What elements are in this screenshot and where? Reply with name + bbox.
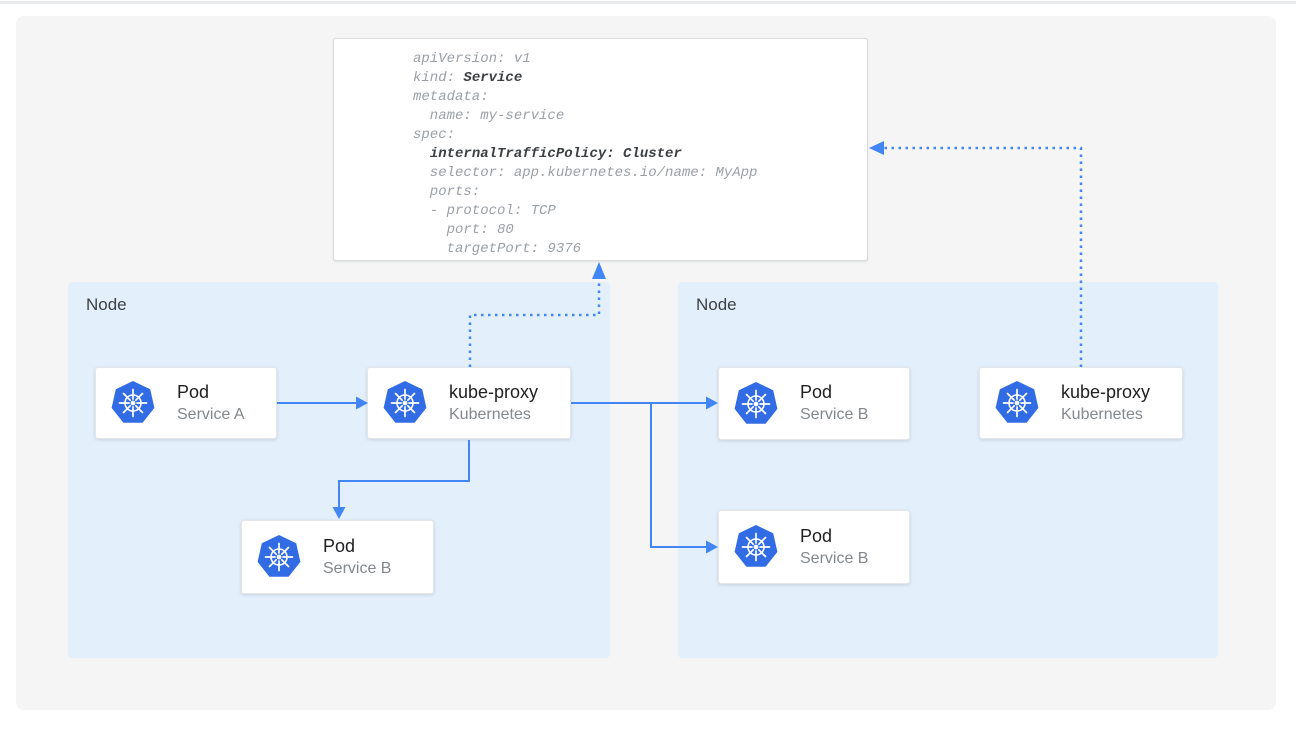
- kubernetes-icon: [257, 535, 301, 578]
- code-line: targetPort: 9376: [413, 241, 582, 257]
- code-line: ports:: [413, 184, 481, 200]
- kubernetes-icon: [734, 381, 778, 425]
- card-kube-proxy-left: kube-proxy Kubernetes: [367, 367, 571, 439]
- card-title: Pod: [800, 525, 833, 546]
- service-yaml-card: apiVersion: v1 kind: Service metadata: n…: [333, 38, 868, 261]
- code-line: selector: app.kubernetes.io/name: MyApp: [413, 165, 758, 181]
- kubernetes-icon: [383, 381, 427, 424]
- kubernetes-icon: [111, 381, 155, 424]
- node-label: Node: [696, 295, 737, 314]
- card-pod-service-b-right-top: Pod Service B: [718, 367, 910, 440]
- card-subtitle: Service B: [800, 549, 869, 567]
- card-subtitle: Kubernetes: [449, 405, 531, 423]
- card-kube-proxy-right: kube-proxy Kubernetes: [979, 367, 1183, 439]
- node-label: Node: [86, 295, 127, 314]
- code-line: internalTrafficPolicy: Cluster: [429, 146, 682, 162]
- card-pod-service-a: Pod Service A: [95, 367, 277, 439]
- card-pod-service-b-right-bottom: Pod Service B: [718, 510, 910, 584]
- card-subtitle: Service B: [800, 406, 869, 424]
- card-title: kube-proxy: [1061, 381, 1151, 402]
- node-right: Node: [678, 282, 1218, 658]
- top-border: [0, 1, 1296, 4]
- card-title: Pod: [177, 381, 210, 402]
- kubernetes-icon: [734, 525, 778, 568]
- code-line: kind: Service: [413, 70, 523, 86]
- card-subtitle: Service A: [177, 405, 245, 423]
- code-line: spec:: [413, 127, 456, 143]
- code-line: metadata:: [413, 89, 489, 105]
- node-left: Node: [68, 282, 610, 658]
- code-line: name: my-service: [413, 108, 565, 124]
- card-title: kube-proxy: [449, 381, 539, 402]
- card-subtitle: Kubernetes: [1061, 405, 1143, 423]
- kubernetes-icon: [995, 381, 1039, 424]
- code-line: - protocol: TCP: [413, 203, 556, 219]
- code-line: port: 80: [413, 222, 514, 238]
- card-title: Pod: [323, 535, 356, 556]
- card-title: Pod: [800, 382, 833, 403]
- card-pod-service-b-left: Pod Service B: [241, 520, 434, 594]
- code-line: apiVersion: v1: [413, 51, 531, 67]
- card-subtitle: Service B: [323, 559, 392, 577]
